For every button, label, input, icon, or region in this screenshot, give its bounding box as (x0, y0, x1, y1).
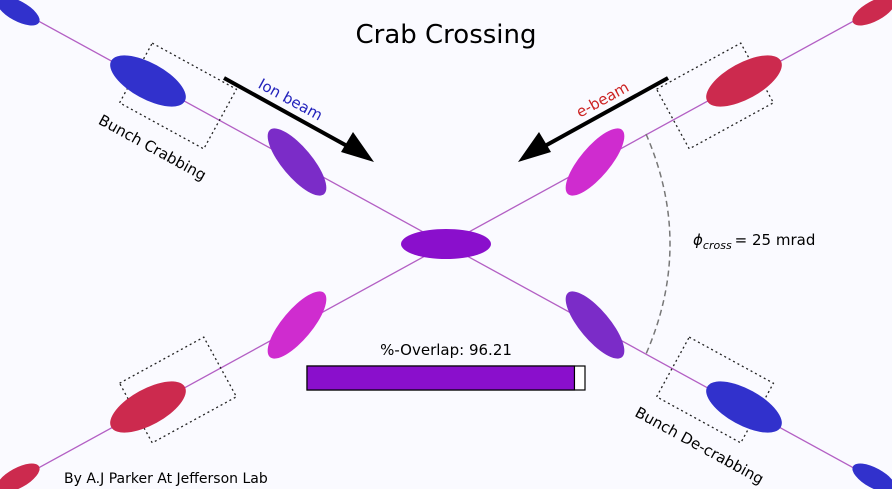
bunch-crabbing-label: Bunch Crabbing (95, 111, 209, 184)
ion-bunch-in-crab-cavity (110, 55, 186, 107)
ion-bunch-incoming-edge (0, 0, 40, 26)
phi-symbol: ϕ (693, 231, 703, 249)
electron-bunch-incoming-edge (852, 0, 892, 26)
crossing-angle-arc (645, 133, 671, 355)
electron-bunch-in-decrab-cavity (110, 381, 186, 433)
ion-bunch-outgoing-edge (852, 463, 892, 489)
phi-subscript: cross (703, 239, 732, 252)
overlap-progress-bar (306, 365, 586, 391)
crab-cavity-box-bottom-left (118, 336, 238, 444)
ion-bunch-after-ip (565, 291, 625, 359)
electron-bunch-in-crab-cavity (706, 55, 782, 107)
ion-bunch-in-decrab-cavity (706, 381, 782, 433)
overlap-bunch-at-ip (401, 229, 491, 259)
overlap-label: %-Overlap: 96.21 (380, 341, 512, 359)
e-beam-arrow (518, 76, 669, 162)
overlap-bar-fill (306, 365, 576, 391)
phi-value: = 25 mrad (735, 231, 816, 249)
diagram-title: Crab Crossing (355, 20, 536, 50)
crossing-angle-label: ϕcross= 25 mrad (693, 231, 815, 252)
electron-bunch-crabbed (565, 128, 625, 196)
credit-text: By A.J Parker At Jefferson Lab (64, 471, 268, 487)
electron-bunch-after-ip (267, 291, 327, 359)
ion-bunch-crabbed (267, 128, 327, 196)
electron-bunch-outgoing-edge (0, 463, 40, 489)
ion-beam-arrow (223, 76, 374, 162)
